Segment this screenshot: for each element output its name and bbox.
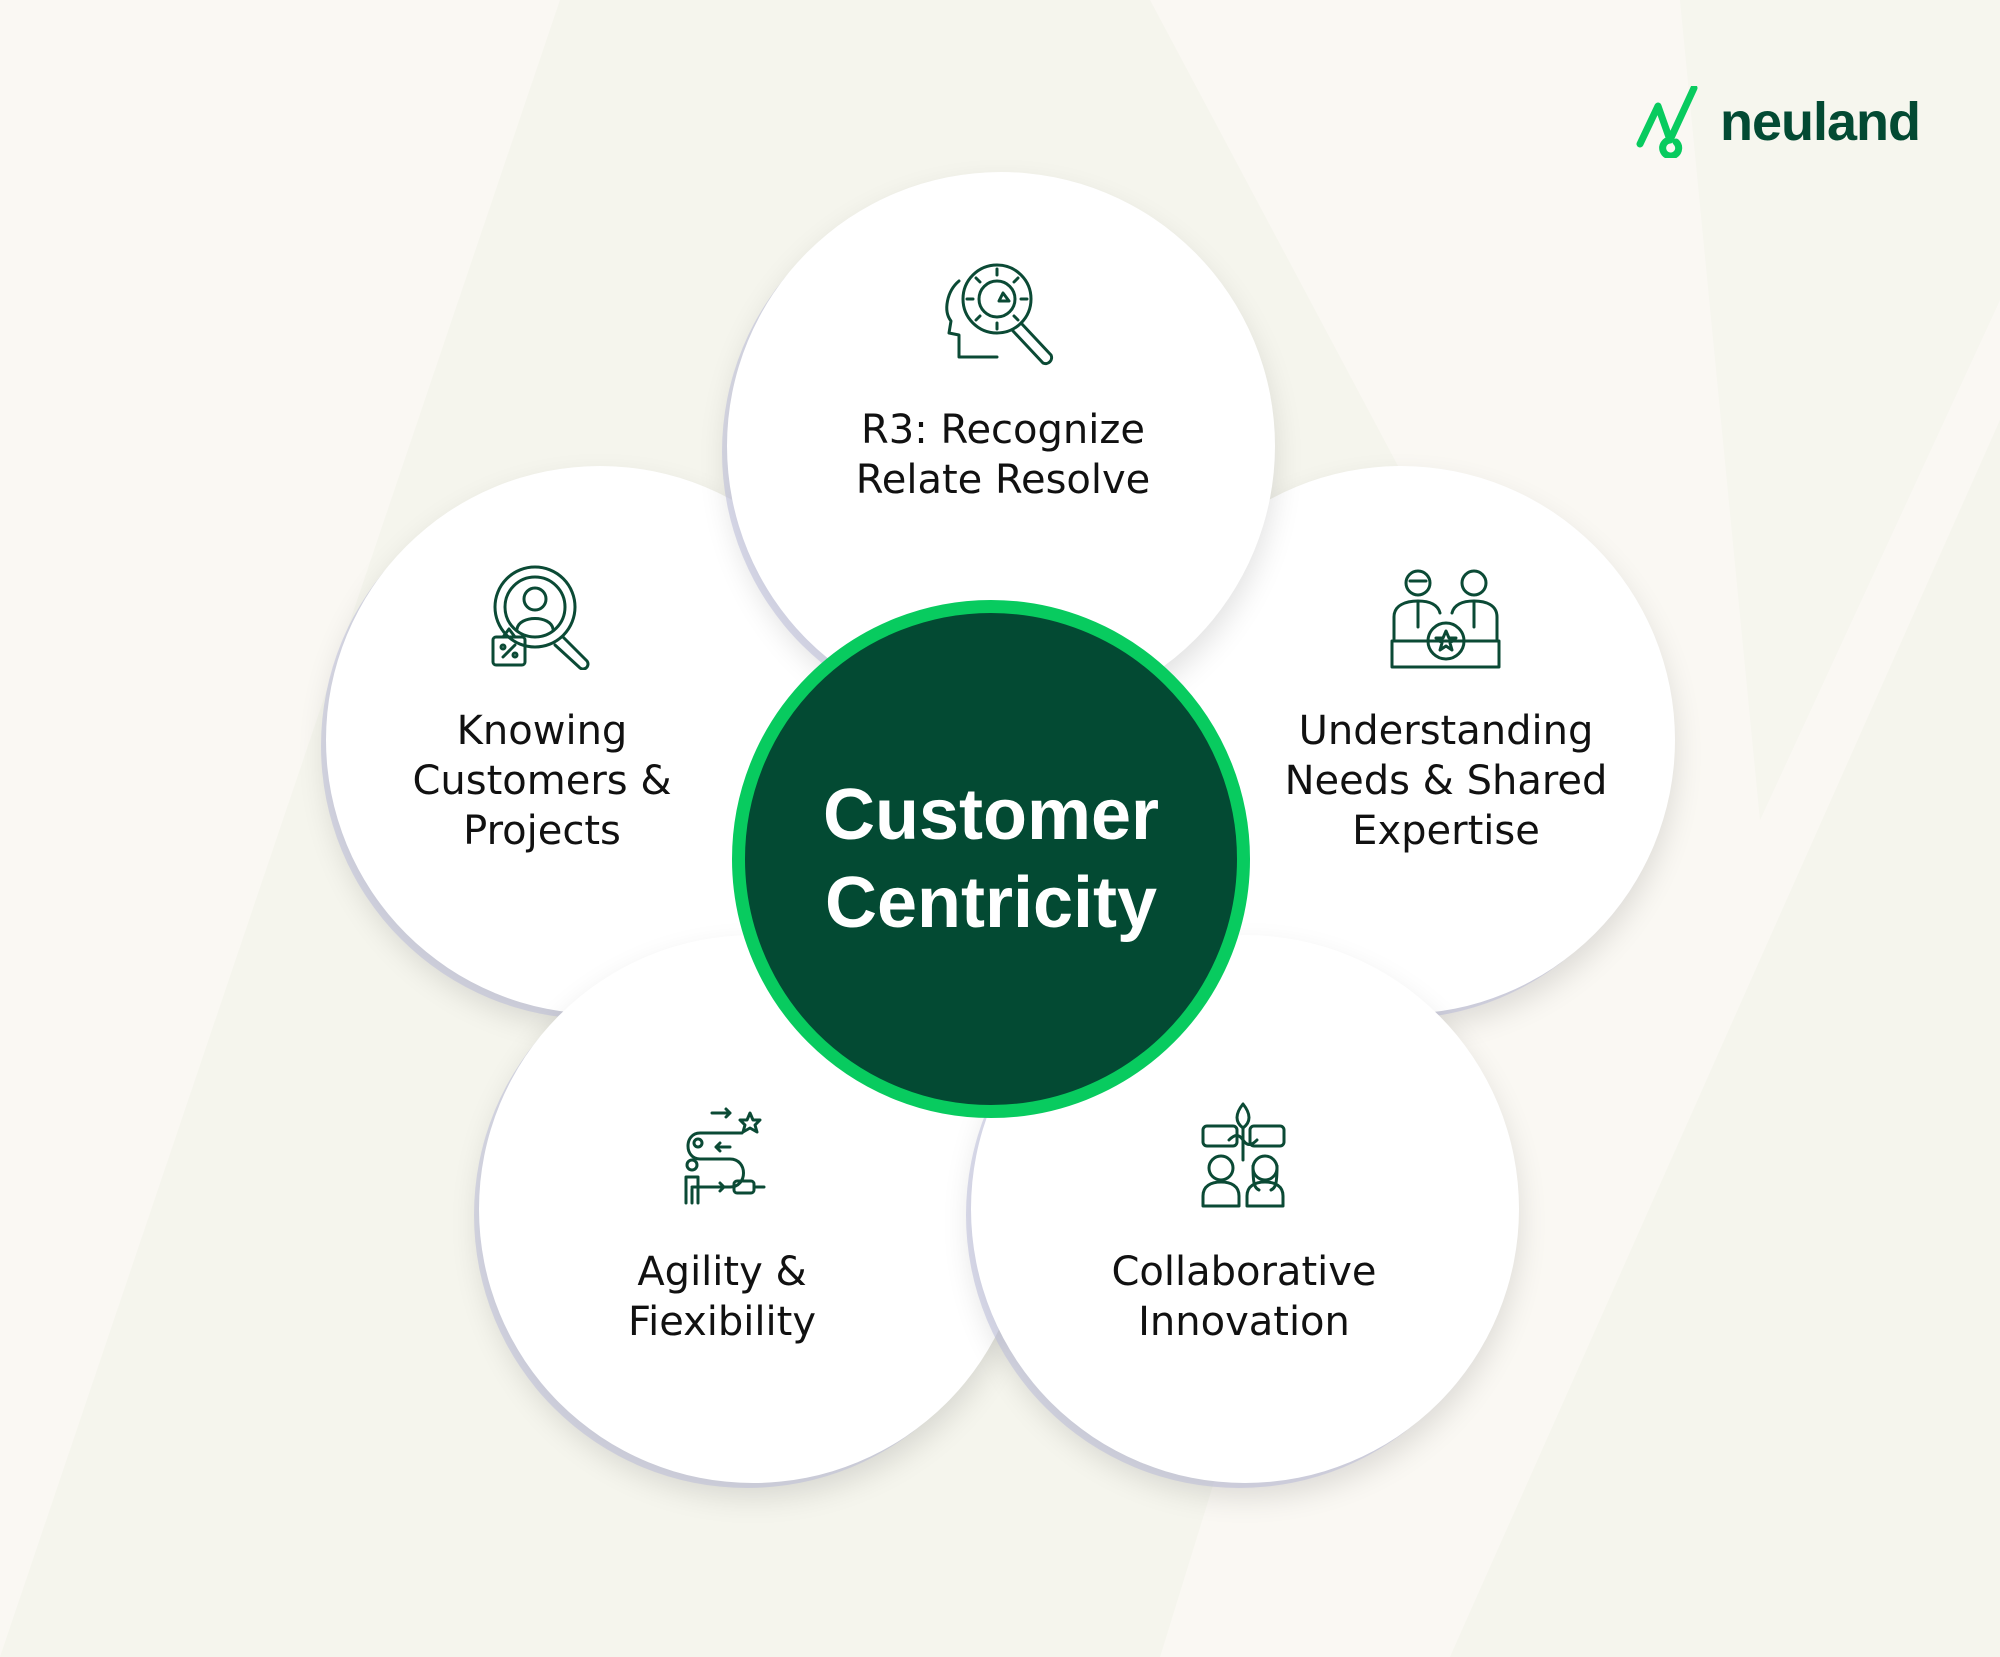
center-circle: Customer Centricity xyxy=(732,600,1250,1118)
label-line: Fiexibility xyxy=(628,1299,816,1345)
label-line: Expertise xyxy=(1352,808,1540,854)
neuland-logo-mark-icon xyxy=(1636,86,1698,158)
petal-label-agility: Agility & Fiexibility xyxy=(628,1247,816,1347)
label-line: Customers & xyxy=(412,758,672,804)
label-line: Innovation xyxy=(1138,1299,1350,1345)
label-line: Understanding xyxy=(1298,708,1594,754)
petal-label-knowing-customers: Knowing Customers & Projects xyxy=(412,706,671,856)
collaboration-idea-icon xyxy=(1199,1100,1288,1209)
experts-star-icon xyxy=(1390,561,1501,670)
label-line: R3: Recognize xyxy=(861,407,1145,453)
agile-path-icon xyxy=(676,1103,766,1209)
customer-search-icon xyxy=(489,565,596,671)
petal-label-r3: R3: Recognize Relate Resolve xyxy=(856,405,1151,505)
label-line: Needs & Shared xyxy=(1284,758,1608,804)
center-title-line2: Centricity xyxy=(824,863,1158,943)
label-line: Agility & xyxy=(637,1249,807,1295)
center-title-line1: Customer xyxy=(822,775,1160,855)
label-line: Relate Resolve xyxy=(855,457,1151,503)
label-line: Projects xyxy=(463,808,621,854)
neuland-logo: neuland xyxy=(1636,86,1921,158)
head-gear-magnifier-icon xyxy=(937,261,1069,371)
petal-label-collaborative-innovation: Collaborative Innovation xyxy=(1111,1247,1376,1347)
label-line: Collaborative xyxy=(1111,1249,1377,1295)
label-line: Knowing xyxy=(456,708,628,754)
logo-wordmark: neuland xyxy=(1720,92,1921,152)
petal-label-understanding-needs: Understanding Needs & Shared Expertise xyxy=(1285,706,1608,856)
